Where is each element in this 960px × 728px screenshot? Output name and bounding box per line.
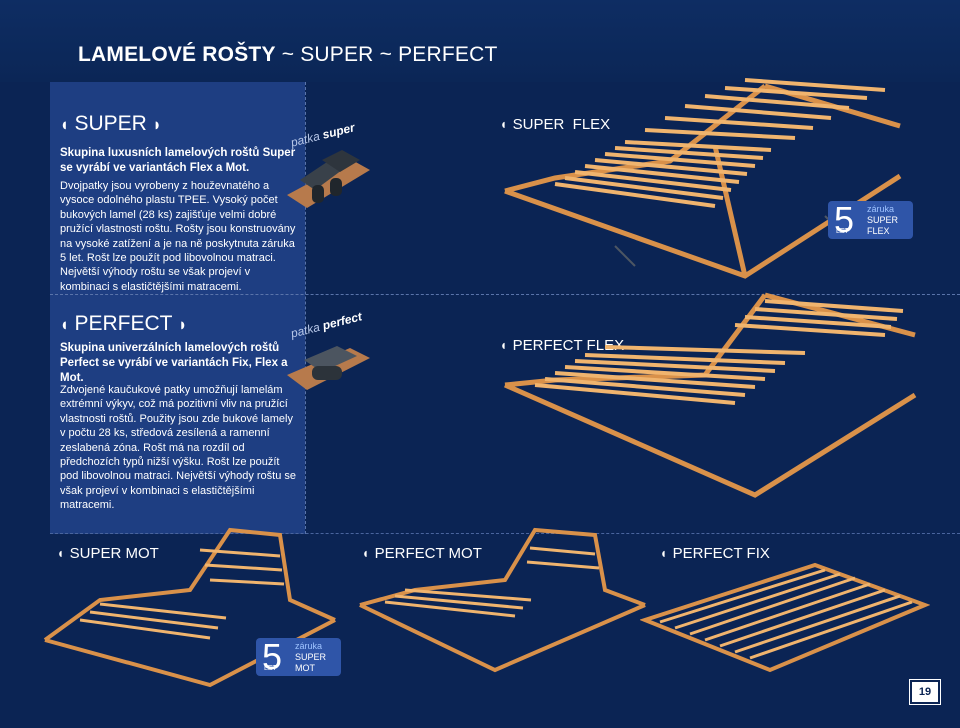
perfect-body: Zdvojené kaučukové patky umožňují lamelá…	[60, 384, 297, 512]
warranty-lines: záruka SUPER MOT	[295, 641, 326, 674]
warranty-line1: SUPER	[867, 214, 899, 225]
patka-perfect-image	[287, 346, 370, 390]
page-number: 19	[909, 679, 941, 705]
super-mot-heading: ◖ SUPER MOT	[57, 545, 159, 562]
perfect-fix-image	[640, 562, 930, 673]
title-rest: ~ SUPER ~ PERFECT	[275, 43, 498, 66]
perfect-fix-label: PERFECT FIX	[672, 545, 770, 562]
perfect-heading: ◖ PERFECT ◗	[60, 312, 187, 336]
super-heading: ◖ SUPER ◗	[60, 112, 161, 136]
bracket-left-icon: ◖	[660, 545, 667, 562]
super-flex-label: SUPER FLEX	[512, 116, 611, 133]
perfect-flex-image	[503, 292, 917, 498]
warranty-let: LET	[836, 228, 849, 235]
perfect-flex-heading: ◖ PERFECT FLEX	[500, 337, 624, 354]
warranty-let: LET	[264, 665, 277, 672]
bracket-left-icon: ◖	[57, 545, 64, 562]
super-mot-image	[43, 527, 336, 688]
warranty-years: 5	[261, 636, 283, 677]
warranty-lines: záruka SUPER FLEX	[867, 204, 898, 237]
side-panel	[50, 82, 305, 534]
perfect-lead: Skupina univerzálních lamelových roštů P…	[60, 342, 288, 384]
divider-vertical	[305, 82, 306, 534]
super-heading-text: SUPER	[74, 112, 147, 135]
divider-horizontal	[50, 294, 960, 295]
divider-horizontal-lower	[50, 533, 960, 534]
patka-super-image	[287, 150, 370, 208]
perfect-mot-image	[359, 527, 646, 673]
super-lead: Skupina luxusních lamelových roštů Super…	[60, 147, 296, 174]
perfect-flex-label: PERFECT FLEX	[512, 337, 625, 354]
bracket-left-icon: ◖	[60, 313, 69, 335]
bracket-right-icon: ◗	[152, 113, 162, 135]
warranty-badge-mot: 5 LET záruka SUPER MOT	[256, 638, 341, 676]
super-body: Dvojpatky jsou vyrobeny z houževnatého a…	[60, 180, 296, 293]
warranty-line2: FLEX	[867, 225, 890, 236]
warranty-line1: SUPER	[295, 651, 327, 662]
bracket-left-icon: ◖	[362, 545, 369, 562]
warranty-word: záruka	[295, 640, 323, 651]
bracket-left-icon: ◖	[500, 337, 507, 354]
super-flex-image	[504, 78, 902, 279]
bracket-left-icon: ◖	[60, 113, 69, 135]
page-title: LAMELOVÉ ROŠTY ~ SUPER ~ PERFECT	[78, 43, 497, 67]
bracket-right-icon: ◗	[178, 313, 187, 335]
perfect-heading-text: PERFECT	[74, 312, 173, 335]
warranty-word: záruka	[867, 203, 895, 214]
perfect-mot-label: PERFECT MOT	[374, 545, 482, 562]
super-mot-label: SUPER MOT	[69, 545, 159, 562]
perfect-mot-heading: ◖ PERFECT MOT	[362, 545, 482, 562]
warranty-years: 5	[833, 199, 855, 240]
patka-super-name: super	[321, 120, 357, 142]
title-bold: LAMELOVÉ ROŠTY	[78, 43, 276, 66]
warranty-line2: MOT	[295, 662, 315, 673]
perfect-fix-heading: ◖ PERFECT FIX	[660, 545, 770, 562]
warranty-badge-flex: 5 LET záruka SUPER FLEX	[828, 201, 913, 239]
super-flex-heading: ◖ SUPER FLEX	[500, 116, 610, 133]
bracket-left-icon: ◖	[500, 116, 507, 133]
header-band	[0, 0, 960, 82]
